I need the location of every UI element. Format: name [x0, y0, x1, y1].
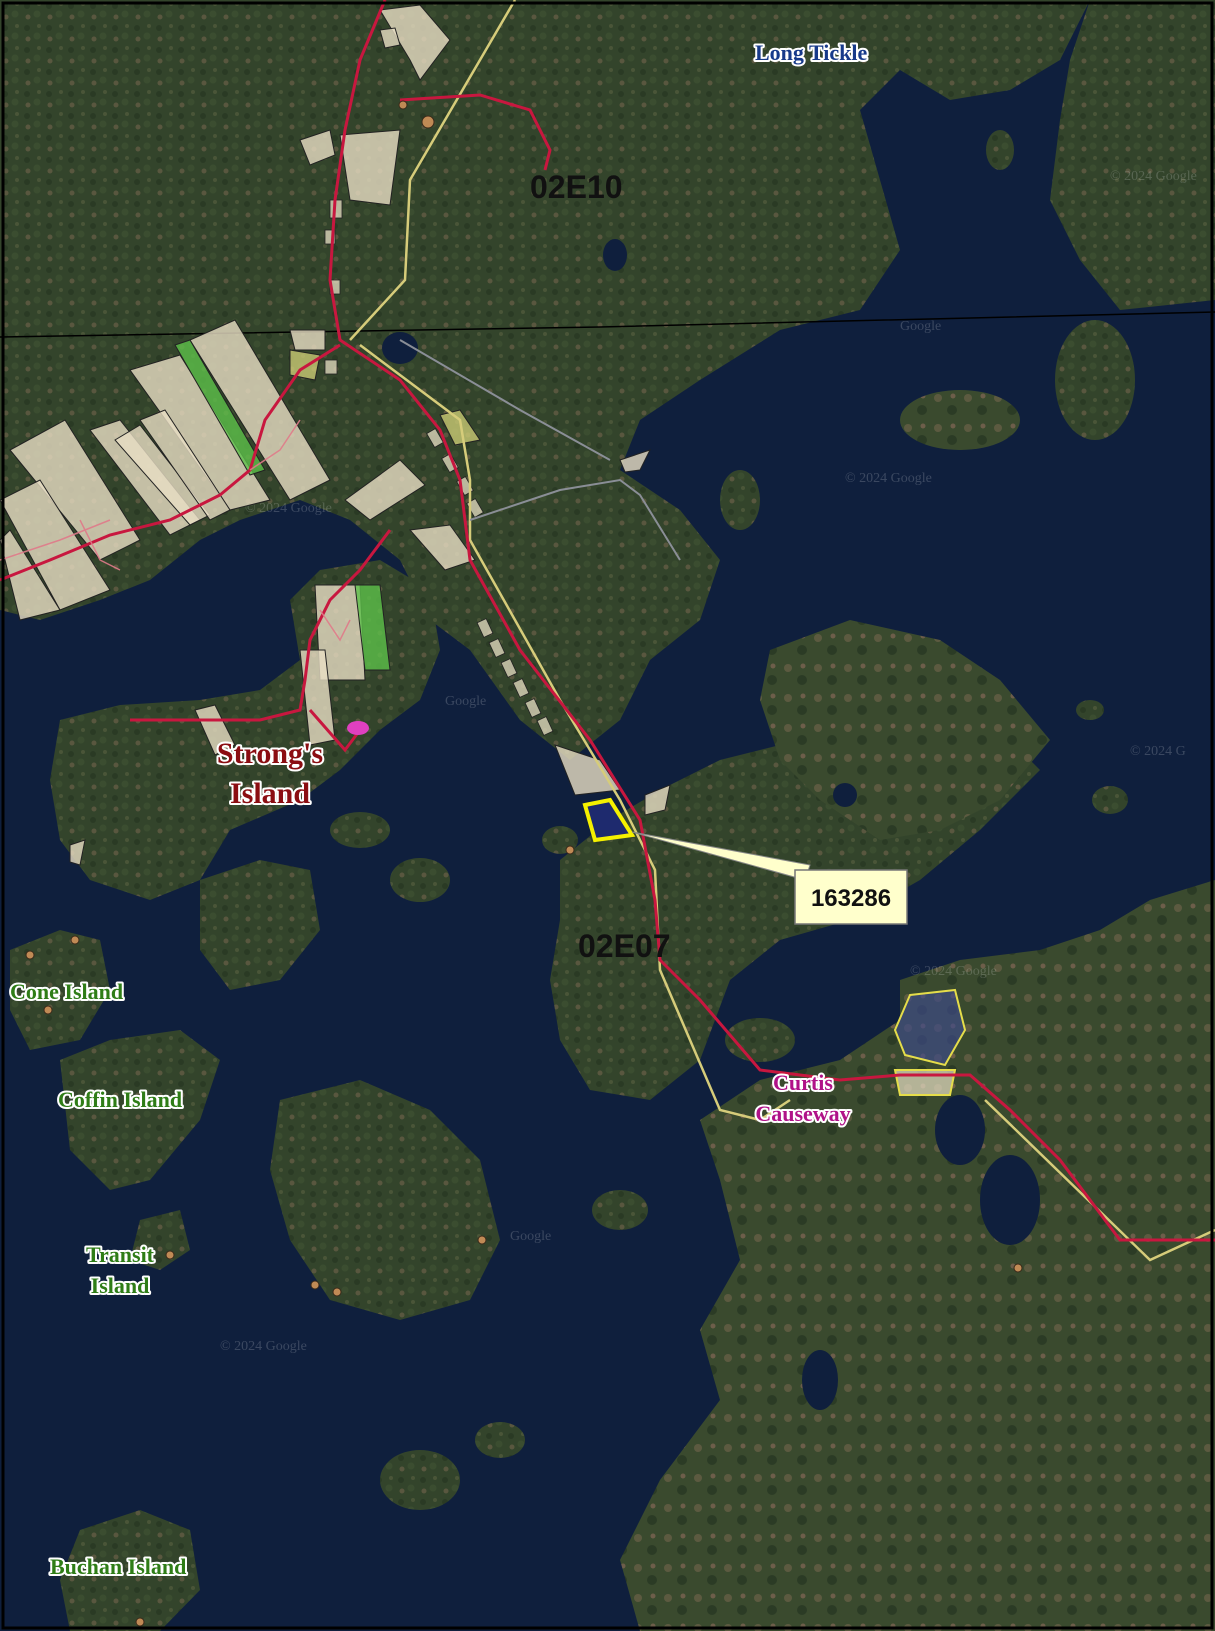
land-transit-island [130, 1210, 190, 1270]
green-parcels [174, 339, 391, 671]
google-watermarks: © 2024 Google Google © 2024 Google Googl… [220, 169, 1197, 1354]
grid-label-02e07: 02E07 [578, 928, 671, 964]
land-buchan-island [60, 1510, 200, 1631]
watermark: Google [445, 694, 486, 709]
main-roads [0, 0, 1215, 1242]
watermark: © 2024 Google [910, 964, 997, 979]
lakes [382, 239, 1040, 1410]
label-long-tickle: Long Tickle [755, 40, 868, 65]
parcels [0, 4, 671, 866]
land-coffin-island [60, 1030, 220, 1190]
watermark: © 2024 Google [1110, 169, 1197, 184]
label-curtis-causeway-2: Causeway [755, 1101, 850, 1126]
label-strongs-island-2: Island [230, 777, 310, 810]
grid-label-02e10: 02E10 [530, 169, 623, 205]
watermark: © 2024 Google [220, 1339, 307, 1354]
claim-163286-callout[interactable]: 163286 [631, 831, 908, 925]
label-curtis-causeway-1: Curtis [773, 1070, 833, 1095]
label-strongs-island-1: Strong's [217, 737, 323, 770]
land-south-mid [270, 1080, 500, 1320]
watermark: Google [900, 319, 941, 334]
place-labels: Long Tickle Strong's Island Cone Island … [8, 38, 870, 1581]
land-southeast [620, 880, 1215, 1631]
point-symbols [25, 100, 1023, 1627]
callout-label: 163286 [811, 885, 891, 912]
trails [0, 419, 351, 642]
land-northeast [1050, 0, 1215, 310]
watermark: Google [510, 1229, 551, 1244]
label-transit-island-2: Island [91, 1273, 150, 1298]
watermark: © 2024 Google [245, 501, 332, 516]
magenta-feature [347, 721, 369, 735]
nts-sheet-boundary [0, 311, 1215, 338]
watermark: © 2024 G [1130, 744, 1186, 759]
label-coffin-island: Coffin Island [58, 1087, 182, 1112]
land-west-islands [200, 860, 320, 990]
secondary-roads [399, 339, 681, 561]
callout-box [794, 869, 908, 925]
claim-163286-polygon[interactable] [582, 797, 636, 843]
land-east-island [760, 620, 1050, 840]
quarry-areas [893, 988, 967, 1096]
land-cone-island [10, 930, 110, 1050]
land-north [0, 0, 1090, 760]
label-buchan-island: Buchan Island [50, 1554, 186, 1579]
watermark: © 2024 Google [845, 471, 932, 486]
label-transit-island-1: Transit [86, 1242, 155, 1267]
label-cone-island: Cone Island [10, 979, 123, 1004]
grid-labels: 02E10 02E07 [530, 169, 671, 964]
